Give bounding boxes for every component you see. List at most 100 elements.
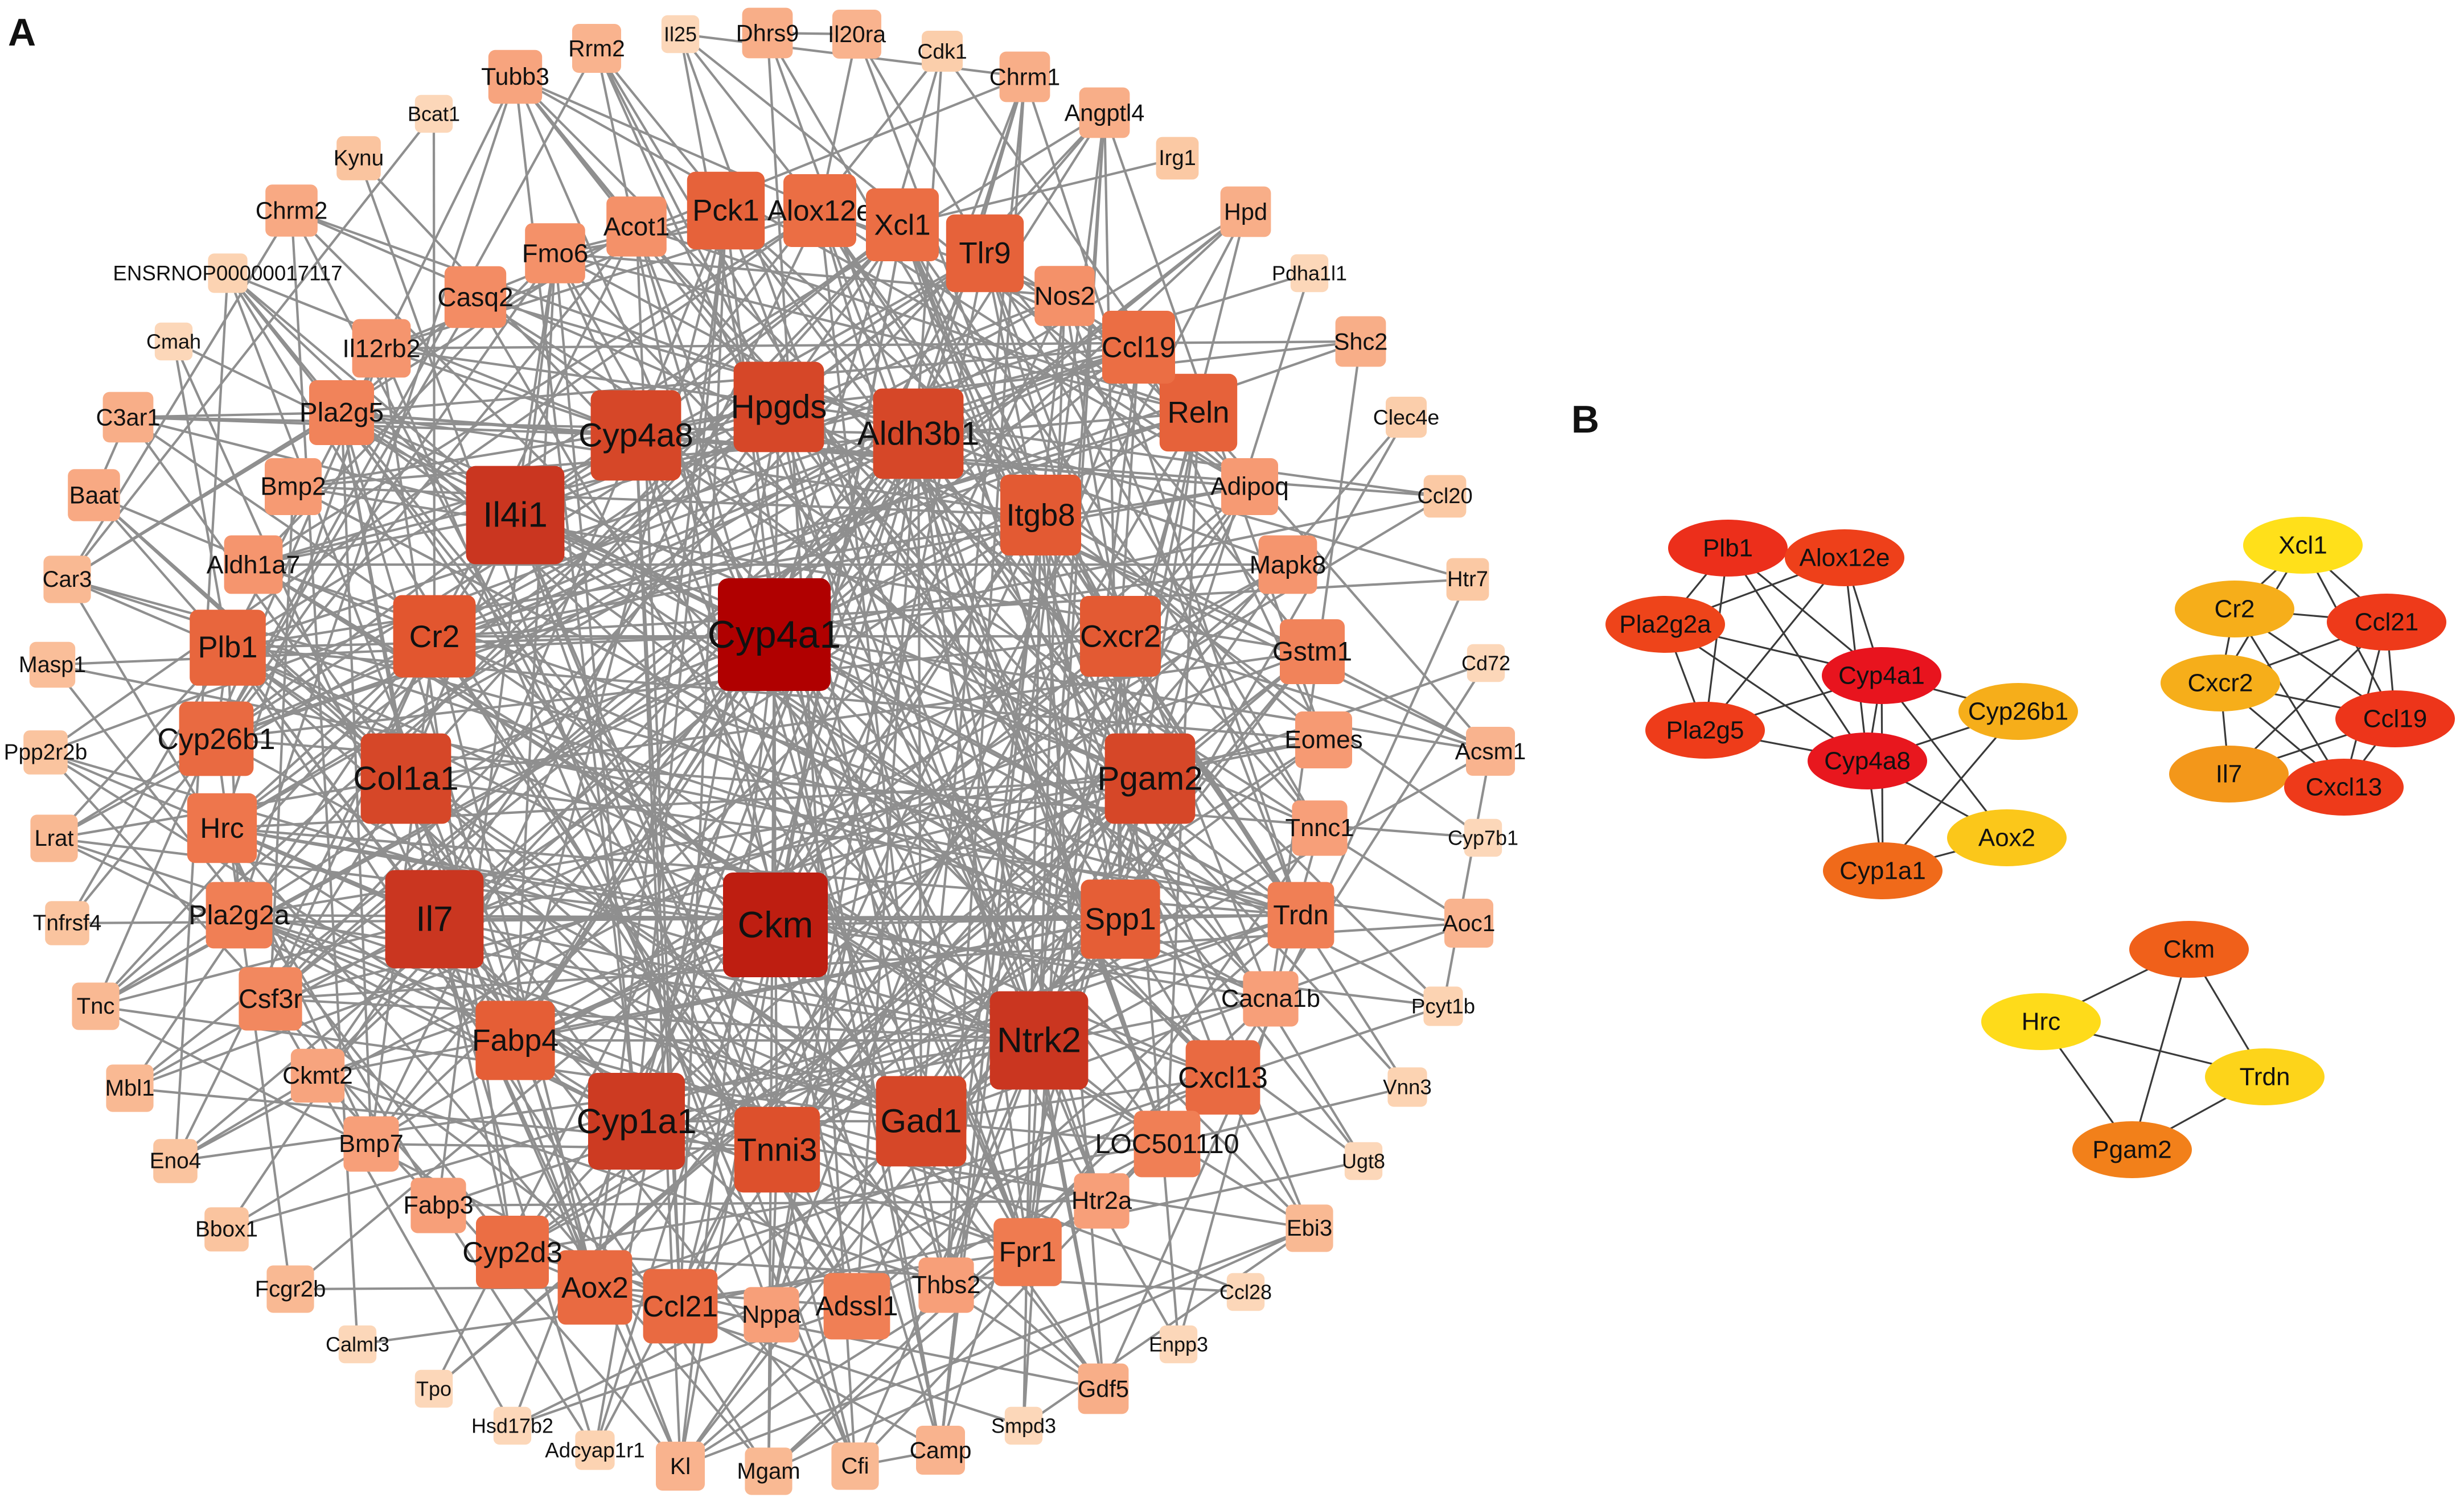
node-bcat1[interactable]: Bcat1: [408, 94, 460, 133]
node-col1a1[interactable]: Col1a1: [353, 733, 459, 824]
node-acsm1[interactable]: Acsm1: [1455, 727, 1526, 776]
node-eno4[interactable]: Eno4: [150, 1139, 202, 1183]
node-itgb8[interactable]: Itgb8: [1000, 475, 1081, 555]
node-adssl1[interactable]: Adssl1: [816, 1273, 898, 1340]
node-csf3r[interactable]: Csf3r: [239, 967, 302, 1031]
cluster-2-node-cxcr2[interactable]: Cxcr2: [2161, 655, 2280, 711]
node-ntrk2[interactable]: Ntrk2: [989, 991, 1089, 1090]
node-mapk8[interactable]: Mapk8: [1250, 535, 1327, 594]
node-car3[interactable]: Car3: [43, 555, 92, 603]
cluster-1-node-aox2[interactable]: Aox2: [1947, 809, 2067, 866]
node-pla2g2a[interactable]: Pla2g2a: [188, 882, 290, 949]
node-cd72[interactable]: Cd72: [1461, 644, 1510, 682]
node-enpp3[interactable]: Enpp3: [1149, 1325, 1208, 1364]
node-gdf5[interactable]: Gdf5: [1078, 1363, 1129, 1414]
node-fabp4[interactable]: Fabp4: [472, 1001, 558, 1080]
node-ensrnop00000017117[interactable]: ENSRNOP00000017117: [113, 253, 343, 293]
node-rrm2[interactable]: Rrm2: [568, 24, 625, 73]
node-shc2[interactable]: Shc2: [1334, 316, 1388, 367]
node-eomes[interactable]: Eomes: [1284, 711, 1363, 768]
node-fcgr2b[interactable]: Fcgr2b: [255, 1265, 326, 1313]
node-hpd[interactable]: Hpd: [1220, 186, 1271, 237]
node-tnni3[interactable]: Tnni3: [734, 1106, 820, 1193]
node-hpgds[interactable]: Hpgds: [730, 361, 827, 452]
node-aox2[interactable]: Aox2: [557, 1250, 633, 1325]
node-ebi3[interactable]: Ebi3: [1286, 1204, 1333, 1252]
node-tnfrsf4[interactable]: Tnfrsf4: [33, 901, 102, 945]
cluster-2-node-ccl19[interactable]: Ccl19: [2335, 690, 2455, 747]
cluster-2-node-cr2[interactable]: Cr2: [2175, 581, 2294, 637]
node-mgam[interactable]: Mgam: [737, 1447, 800, 1495]
node-pdha1l1[interactable]: Pdha1l1: [1272, 254, 1347, 293]
node-ugt8[interactable]: Ugt8: [1342, 1142, 1385, 1180]
node-tnnc1[interactable]: Tnnc1: [1286, 800, 1354, 856]
node-cdk1[interactable]: Cdk1: [917, 31, 967, 72]
node-fabp3[interactable]: Fabp3: [403, 1178, 474, 1233]
node-trdn[interactable]: Trdn: [1267, 882, 1334, 949]
node-lrat[interactable]: Lrat: [30, 814, 78, 862]
node-nos2[interactable]: Nos2: [1034, 266, 1095, 326]
cluster-1-node-pla2g2a[interactable]: Pla2g2a: [1605, 596, 1725, 653]
cluster-1-node-cyp4a1[interactable]: Cyp4a1: [1822, 647, 1941, 704]
node-adipoq[interactable]: Adipoq: [1210, 458, 1289, 515]
node-chrm2[interactable]: Chrm2: [256, 184, 328, 237]
node-tpo[interactable]: Tpo: [414, 1369, 453, 1408]
cluster-2-node-xcl1[interactable]: Xcl1: [2243, 517, 2363, 574]
node-aldh1a7[interactable]: Aldh1a7: [207, 535, 301, 594]
cluster-2-node-cxcl13[interactable]: Cxcl13: [2284, 759, 2404, 816]
node-thbs2[interactable]: Thbs2: [912, 1257, 981, 1313]
node-ppp2r2b[interactable]: Ppp2r2b: [4, 730, 88, 775]
node-cacna1b[interactable]: Cacna1b: [1221, 971, 1320, 1027]
node-cyp1a1[interactable]: Cyp1a1: [577, 1073, 697, 1170]
node-il20ra[interactable]: Il20ra: [828, 10, 886, 59]
node-htr2a[interactable]: Htr2a: [1071, 1173, 1132, 1229]
cluster-1-node-alox12e[interactable]: Alox12e: [1785, 529, 1904, 586]
node-cyp4a1[interactable]: Cyp4a1: [708, 578, 841, 691]
node-acot1[interactable]: Acot1: [603, 196, 670, 257]
node-c3ar1[interactable]: C3ar1: [96, 392, 161, 443]
node-irg1[interactable]: Irg1: [1156, 137, 1199, 180]
node-tnc[interactable]: Tnc: [72, 982, 120, 1030]
node-hsd17b2[interactable]: Hsd17b2: [471, 1406, 553, 1445]
node-aoc1[interactable]: Aoc1: [1443, 899, 1496, 948]
node-plb1[interactable]: Plb1: [190, 610, 266, 686]
node-kynu[interactable]: Kynu: [334, 136, 384, 180]
node-spp1[interactable]: Spp1: [1081, 879, 1160, 959]
node-camp[interactable]: Camp: [910, 1426, 972, 1475]
node-smpd3[interactable]: Smpd3: [991, 1406, 1056, 1445]
node-cr2[interactable]: Cr2: [393, 595, 476, 678]
node-ccl28[interactable]: Ccl28: [1219, 1273, 1272, 1311]
node-cyp7b1[interactable]: Cyp7b1: [1448, 818, 1518, 857]
node-calml3[interactable]: Calml3: [326, 1325, 389, 1364]
node-cmah[interactable]: Cmah: [146, 322, 201, 361]
node-bbox1[interactable]: Bbox1: [195, 1207, 258, 1252]
cluster-1-node-cyp4a8[interactable]: Cyp4a8: [1808, 733, 1927, 789]
cluster-1-node-cyp1a1[interactable]: Cyp1a1: [1823, 842, 1943, 899]
node-gstm1[interactable]: Gstm1: [1272, 619, 1352, 684]
node-tlr9[interactable]: Tlr9: [946, 214, 1024, 293]
cluster-1-node-plb1[interactable]: Plb1: [1668, 520, 1788, 577]
cluster-3-node-pgam2[interactable]: Pgam2: [2072, 1121, 2192, 1178]
node-htr7[interactable]: Htr7: [1446, 558, 1489, 601]
node-pck1[interactable]: Pck1: [687, 171, 765, 250]
node-vnn3[interactable]: Vnn3: [1383, 1067, 1432, 1107]
node-il12rb2[interactable]: Il12rb2: [342, 319, 421, 378]
cluster-2-node-il7[interactable]: Il7: [2169, 746, 2289, 803]
node-dhrs9[interactable]: Dhrs9: [736, 7, 799, 59]
cluster-3-node-trdn[interactable]: Trdn: [2205, 1048, 2325, 1105]
cluster-3-node-ckm[interactable]: Ckm: [2129, 921, 2249, 978]
node-pla2g5[interactable]: Pla2g5: [299, 380, 384, 445]
node-adcyap1r1[interactable]: Adcyap1r1: [545, 1430, 645, 1470]
node-cyp2d3[interactable]: Cyp2d3: [462, 1216, 562, 1289]
node-bmp7[interactable]: Bmp7: [339, 1116, 404, 1172]
node-aldh3b1[interactable]: Aldh3b1: [857, 388, 980, 479]
node-mbl1[interactable]: Mbl1: [105, 1064, 155, 1112]
node-ccl21[interactable]: Ccl21: [643, 1269, 718, 1344]
node-alox12e[interactable]: Alox12e: [767, 174, 872, 247]
node-ccl19[interactable]: Ccl19: [1102, 311, 1176, 384]
node-ckmt2[interactable]: Ckmt2: [282, 1048, 353, 1103]
node-fmo6[interactable]: Fmo6: [522, 223, 589, 283]
node-pcyt1b[interactable]: Pcyt1b: [1411, 986, 1475, 1026]
node-loc501110[interactable]: LOC501110: [1095, 1110, 1239, 1178]
node-il4i1[interactable]: Il4i1: [466, 466, 565, 565]
